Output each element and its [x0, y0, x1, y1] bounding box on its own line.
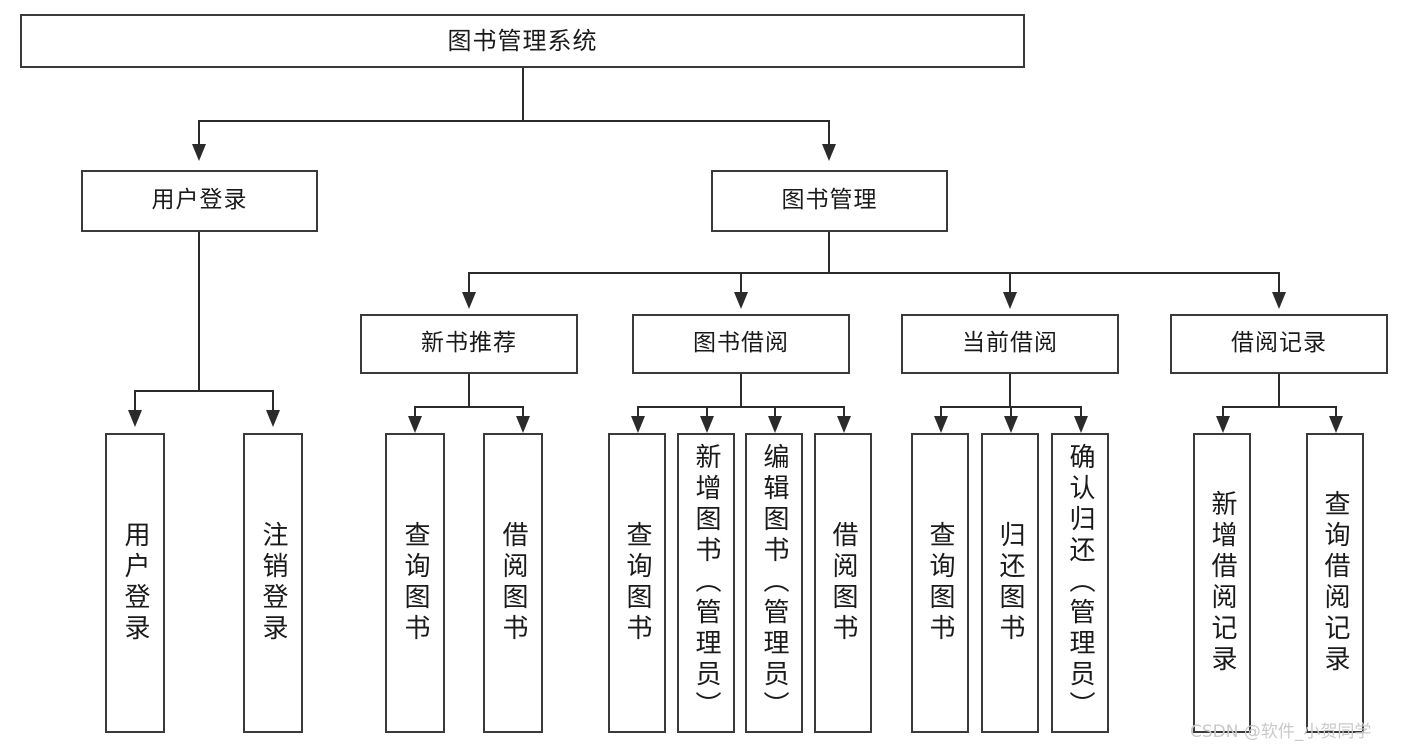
node-label: 图书管理	[781, 187, 878, 214]
connector-login-stem	[198, 232, 200, 392]
connector-record-stem	[1278, 374, 1280, 408]
node-book-management[interactable]: 图书管理	[711, 170, 948, 232]
arrow-borrow-to-leaf0	[631, 416, 645, 433]
leaf-add-borrow-record[interactable]: 新增借阅记录	[1193, 433, 1251, 733]
node-new-book-recommend[interactable]: 新书推荐	[360, 314, 578, 374]
arrow-recommend-to-leaf0	[408, 416, 422, 433]
node-label: 确认归还（管理员）	[1065, 443, 1095, 722]
connector-borrow-stem	[740, 374, 742, 408]
leaf-query-book-recommend[interactable]: 查询图书	[385, 433, 445, 733]
leaf-query-borrow-record[interactable]: 查询借阅记录	[1306, 433, 1364, 733]
arrow-bookmgmt-to-l2-2	[1003, 292, 1017, 309]
node-user-login[interactable]: 用户登录	[81, 170, 318, 232]
connector-current-to-leaf0	[940, 406, 942, 422]
arrow-current-to-leaf1	[1004, 416, 1018, 433]
leaf-add-book-admin[interactable]: 新增图书（管理员）	[677, 433, 735, 733]
connector-current-to-leaf2	[1080, 406, 1082, 422]
arrow-current-to-leaf2	[1074, 416, 1088, 433]
connector-borrow-to-leaf0	[637, 406, 639, 422]
leaf-logout[interactable]: 注销登录	[243, 433, 303, 733]
arrow-root-to-login	[192, 144, 206, 161]
arrow-login-to-leaf1	[128, 410, 142, 427]
connector-current-stem	[1009, 374, 1011, 408]
arrow-borrow-to-leaf2	[768, 416, 782, 433]
arrow-record-to-leaf1	[1329, 416, 1343, 433]
leaf-return-book[interactable]: 归还图书	[981, 433, 1039, 733]
node-label: 借阅记录	[1231, 330, 1327, 357]
connector-recommend-bus	[414, 406, 524, 408]
node-label: 查询图书	[622, 521, 652, 645]
node-label: 新增借阅记录	[1207, 490, 1237, 676]
leaf-user-login[interactable]: 用户登录	[105, 433, 165, 733]
connector-bookmgmt-to-l2-2	[1009, 272, 1011, 294]
arrow-record-to-leaf0	[1216, 416, 1230, 433]
connector-record-to-leaf1	[1335, 406, 1337, 422]
node-root-system[interactable]: 图书管理系统	[20, 14, 1025, 68]
node-label: 图书借阅	[693, 330, 789, 357]
arrow-bookmgmt-to-l2-0	[462, 292, 476, 309]
node-label: 查询图书	[925, 521, 955, 645]
connector-current-to-leaf1	[1010, 406, 1012, 422]
connector-borrow-to-leaf1	[706, 406, 708, 422]
arrow-borrow-to-leaf1	[700, 416, 714, 433]
connector-bookmgmt-to-l2-0	[468, 272, 470, 294]
node-label: 注销登录	[258, 521, 288, 645]
connector-recommend-stem	[468, 374, 470, 408]
leaf-query-book-borrow[interactable]: 查询图书	[608, 433, 666, 733]
connector-bookmgmt-to-l2-1	[740, 272, 742, 294]
node-label: 新增图书（管理员）	[691, 443, 721, 722]
node-label: 当前借阅	[962, 330, 1058, 357]
node-label: 新书推荐	[421, 330, 517, 357]
connector-bookmgmt-stem	[828, 232, 830, 274]
node-label: 用户登录	[151, 187, 248, 214]
leaf-borrow-book-recommend[interactable]: 借阅图书	[483, 433, 543, 733]
node-label: 归还图书	[995, 521, 1025, 645]
connector-root-bus	[198, 120, 830, 122]
node-label: 查询图书	[400, 521, 430, 645]
node-borrow-record[interactable]: 借阅记录	[1170, 314, 1388, 374]
connector-login-to-leaf1	[134, 390, 136, 412]
node-label: 用户登录	[120, 521, 150, 645]
connector-login-to-leaf2	[272, 390, 274, 412]
arrow-root-to-bookmgmt	[822, 144, 836, 161]
node-label: 编辑图书（管理员）	[759, 443, 789, 722]
connector-login-bus	[134, 390, 272, 392]
connector-bookmgmt-bus	[468, 272, 1280, 274]
node-label: 借阅图书	[828, 521, 858, 645]
connector-bookmgmt-to-l2-3	[1278, 272, 1280, 294]
arrow-login-to-leaf2	[266, 410, 280, 427]
connector-root-to-login	[198, 120, 200, 146]
connector-record-bus	[1222, 406, 1337, 408]
arrow-bookmgmt-to-l2-3	[1272, 292, 1286, 309]
connector-record-to-leaf0	[1222, 406, 1224, 422]
node-current-borrow[interactable]: 当前借阅	[901, 314, 1119, 374]
leaf-borrow-book[interactable]: 借阅图书	[814, 433, 872, 733]
arrow-borrow-to-leaf3	[837, 416, 851, 433]
connector-borrow-to-leaf3	[843, 406, 845, 422]
connector-root-to-bookmgmt	[828, 120, 830, 146]
leaf-edit-book-admin[interactable]: 编辑图书（管理员）	[745, 433, 803, 733]
connector-root-stem	[522, 68, 524, 121]
connector-borrow-bus	[637, 406, 845, 408]
leaf-confirm-return-admin[interactable]: 确认归还（管理员）	[1051, 433, 1109, 733]
arrow-current-to-leaf0	[934, 416, 948, 433]
arrow-bookmgmt-to-l2-1	[734, 292, 748, 309]
node-label: 图书管理系统	[447, 26, 598, 55]
node-book-borrow[interactable]: 图书借阅	[632, 314, 850, 374]
connector-recommend-to-leaf1	[522, 406, 524, 422]
connector-borrow-to-leaf2	[774, 406, 776, 422]
node-label: 借阅图书	[498, 521, 528, 645]
leaf-query-book-current[interactable]: 查询图书	[911, 433, 969, 733]
connector-recommend-to-leaf0	[414, 406, 416, 422]
arrow-recommend-to-leaf1	[516, 416, 530, 433]
node-label: 查询借阅记录	[1320, 490, 1350, 676]
